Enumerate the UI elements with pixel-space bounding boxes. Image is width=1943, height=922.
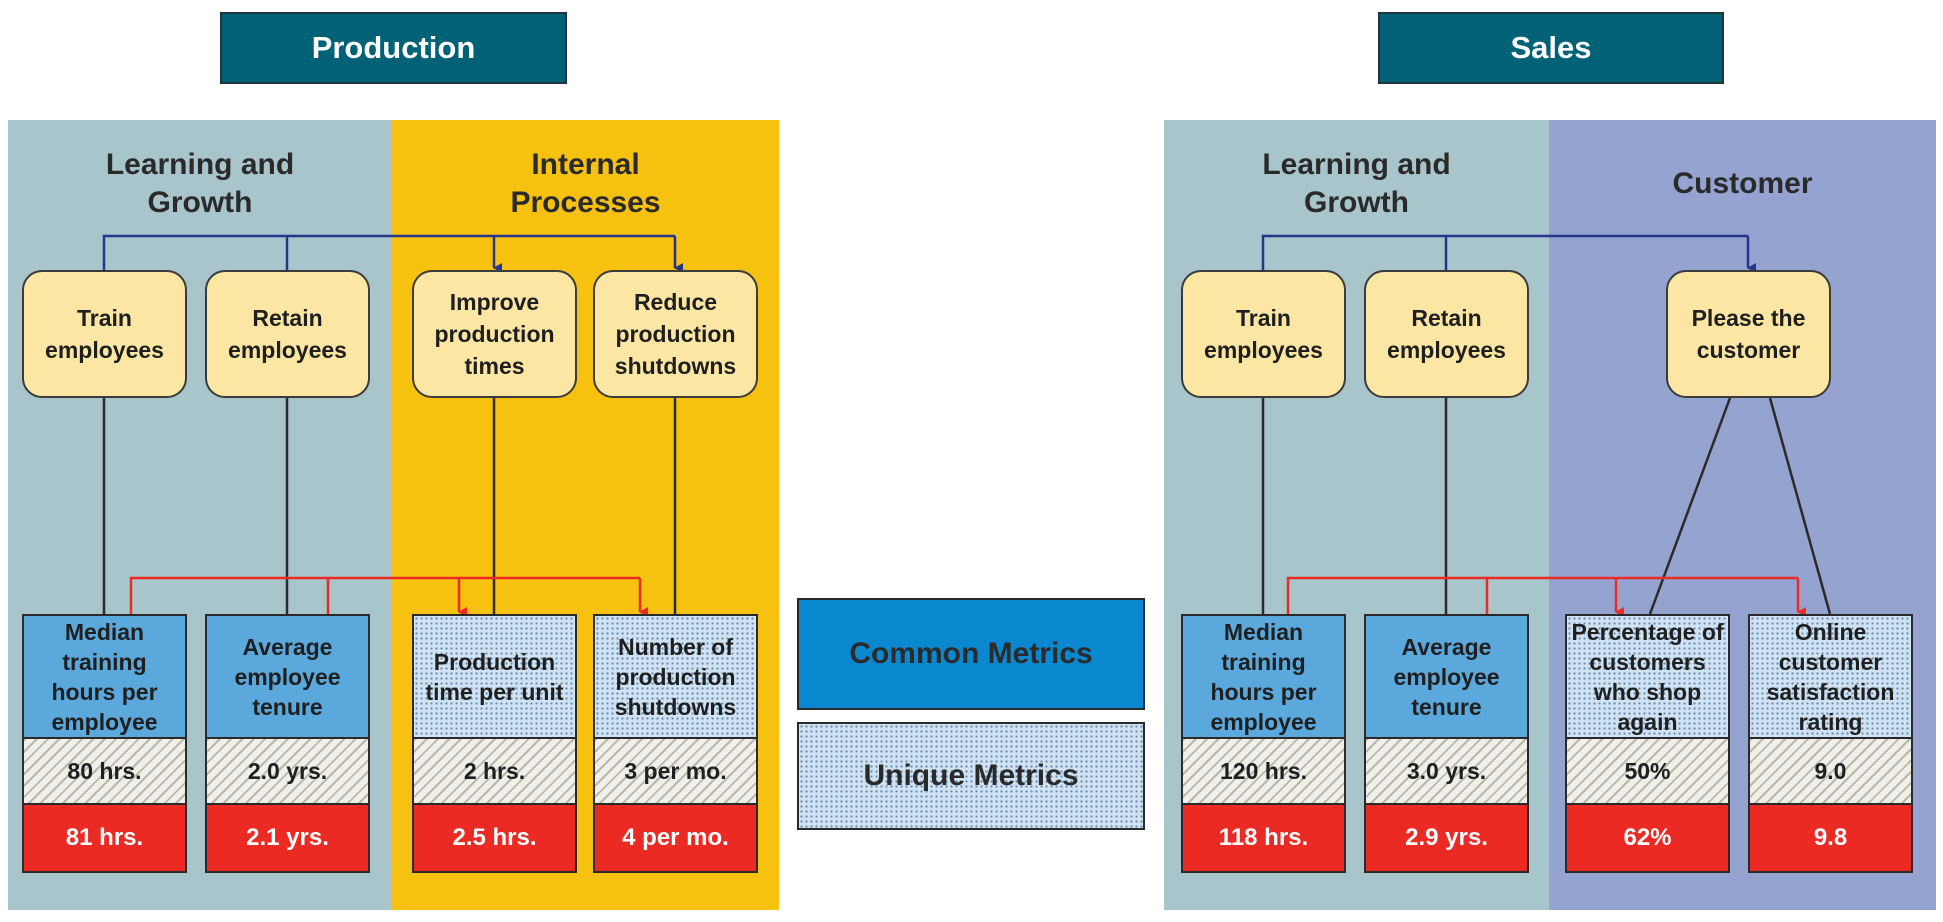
actual-value: 81 hrs. bbox=[22, 803, 187, 873]
target-value: 120 hrs. bbox=[1181, 737, 1346, 805]
metric-percentage-customers-shop-again: Percentage of customers who shop again bbox=[1565, 614, 1730, 739]
goal-improve-production-times: Improve production times bbox=[412, 270, 577, 398]
sales-learning-title: Learning and Growth bbox=[1262, 148, 1451, 219]
metric-median-training-hours: Median training hours per employee bbox=[1181, 614, 1346, 739]
sales-header: Sales bbox=[1378, 12, 1724, 84]
actual-value: 2.5 hrs. bbox=[412, 803, 577, 873]
actual-value: 2.9 yrs. bbox=[1364, 803, 1529, 873]
target-value: 2.0 yrs. bbox=[205, 737, 370, 805]
production-learning-title: Learning and Growth bbox=[105, 148, 295, 219]
target-value: 2 hrs. bbox=[412, 737, 577, 805]
metric-average-employee-tenure: Average employee tenure bbox=[205, 614, 370, 739]
legend-common-metrics: Common Metrics bbox=[797, 598, 1145, 710]
actual-value: 4 per mo. bbox=[593, 803, 758, 873]
actual-value: 118 hrs. bbox=[1181, 803, 1346, 873]
metric-online-customer-satisfaction: Online customer satisfaction rating bbox=[1748, 614, 1913, 739]
legend-unique-metrics: Unique Metrics bbox=[797, 722, 1145, 830]
goal-retain-employees: Retain employees bbox=[1364, 270, 1529, 398]
metric-production-time-per-unit: Production time per unit bbox=[412, 614, 577, 739]
actual-value: 9.8 bbox=[1748, 803, 1913, 873]
target-value: 9.0 bbox=[1748, 737, 1913, 805]
goal-reduce-production-shutdowns: Reduce production shutdowns bbox=[593, 270, 758, 398]
actual-value: 62% bbox=[1565, 803, 1730, 873]
metric-number-of-production-shutdowns: Number of production shutdowns bbox=[593, 614, 758, 739]
goal-train-employees: Train employees bbox=[1181, 270, 1346, 398]
target-value: 3.0 yrs. bbox=[1364, 737, 1529, 805]
production-header: Production bbox=[220, 12, 567, 84]
actual-value: 2.1 yrs. bbox=[205, 803, 370, 873]
goal-train-employees: Train employees bbox=[22, 270, 187, 398]
target-value: 3 per mo. bbox=[593, 737, 758, 805]
target-value: 50% bbox=[1565, 737, 1730, 805]
metric-median-training-hours: Median training hours per employee bbox=[22, 614, 187, 739]
sales-customer-title: Customer bbox=[1672, 167, 1813, 200]
goal-please-the-customer: Please the customer bbox=[1666, 270, 1831, 398]
production-internal-title: Internal Processes bbox=[510, 148, 661, 219]
metric-average-employee-tenure: Average employee tenure bbox=[1364, 614, 1529, 739]
goal-retain-employees: Retain employees bbox=[205, 270, 370, 398]
target-value: 80 hrs. bbox=[22, 737, 187, 805]
